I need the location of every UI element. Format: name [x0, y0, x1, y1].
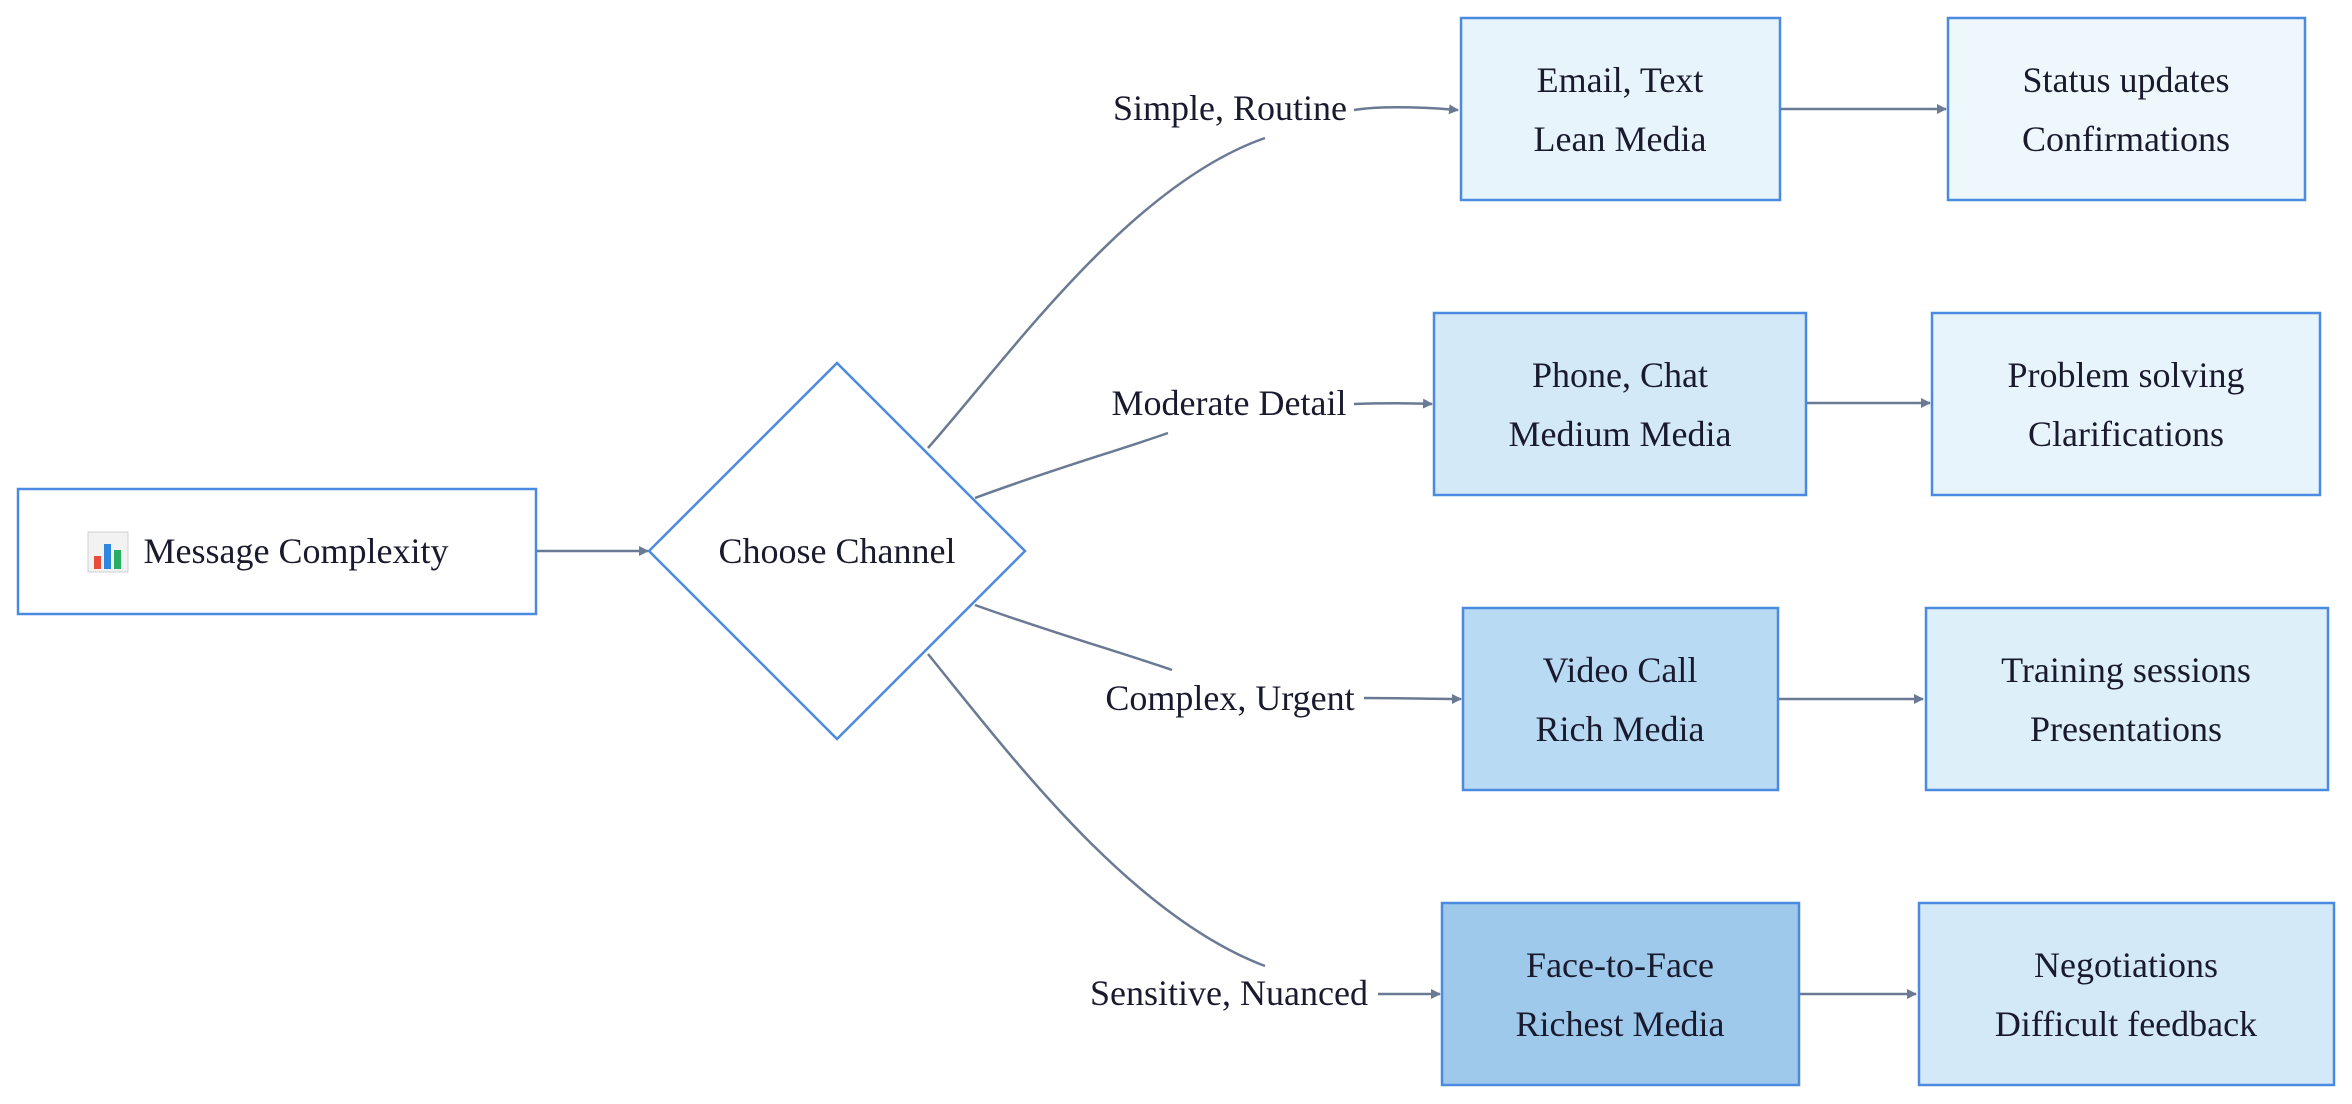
use-node-lean-box: [1946, 16, 2307, 202]
channel-node-richest-box: [1440, 901, 1801, 1087]
channel-node-lean-box: [1459, 16, 1782, 202]
edges: [536, 104, 1947, 1000]
channel-node-richest[interactable]: Face-to-Face Richest Media: [1440, 901, 1801, 1087]
edge-branch-2-label-to-channel: [1353, 398, 1433, 409]
source-node[interactable]: Message Complexity: [16, 487, 538, 616]
edge-label-branch-2: Moderate Detail: [1112, 383, 1347, 423]
channel-node-lean-line-1: Email, Text: [1537, 60, 1704, 100]
decision-node-label: Choose Channel: [719, 531, 956, 571]
edge-decision-to-branch-4-label: [927, 653, 1266, 968]
use-node-richest-line-2: Difficult feedback: [1995, 1004, 2257, 1044]
channel-node-rich-line-1: Video Call: [1543, 650, 1698, 690]
edge-decision-to-branch-1-label: [927, 136, 1266, 449]
edge-branch-1-label-to-channel: [1353, 104, 1459, 115]
use-node-richest-box: [1917, 901, 2336, 1087]
channel-node-rich-line-2: Rich Media: [1536, 709, 1705, 749]
channel-node-medium-box: [1432, 311, 1808, 497]
use-node-lean[interactable]: Status updates Confirmations: [1946, 16, 2307, 202]
use-node-richest-line-1: Negotiations: [2034, 945, 2218, 985]
channel-node-richest-line-2: Richest Media: [1516, 1004, 1725, 1044]
channel-node-rich[interactable]: Video Call Rich Media: [1461, 606, 1780, 792]
channel-node-lean[interactable]: Email, Text Lean Media: [1459, 16, 1782, 202]
channel-node-medium-line-1: Phone, Chat: [1532, 355, 1708, 395]
channel-node-medium-line-2: Medium Media: [1509, 414, 1732, 454]
use-node-rich-line-1: Training sessions: [2001, 650, 2251, 690]
use-node-medium[interactable]: Problem solving Clarifications: [1930, 311, 2322, 497]
edge-label-branch-3: Complex, Urgent: [1105, 678, 1354, 718]
edge-label-branch-4: Sensitive, Nuanced: [1090, 973, 1368, 1013]
use-node-lean-line-1: Status updates: [2023, 60, 2230, 100]
channel-node-lean-line-2: Lean Media: [1534, 119, 1707, 159]
edge-decision-to-branch-3-label: [974, 603, 1173, 672]
edge-label-branch-1: Simple, Routine: [1113, 88, 1347, 128]
edge-labels: Simple, Routine Moderate Detail Complex,…: [1090, 88, 1368, 1013]
channel-node-rich-box: [1461, 606, 1780, 792]
source-node-label: Message Complexity: [144, 531, 449, 571]
channel-node-medium[interactable]: Phone, Chat Medium Media: [1432, 311, 1808, 497]
decision-diamond: [647, 361, 1027, 741]
edge-decision-to-branch-2-label: [974, 431, 1169, 500]
use-node-rich-line-2: Presentations: [2030, 709, 2222, 749]
use-node-medium-line-2: Clarifications: [2028, 414, 2224, 454]
use-node-rich[interactable]: Training sessions Presentations: [1924, 606, 2330, 792]
bar-chart-icon: [87, 531, 129, 573]
use-node-rich-box: [1924, 606, 2330, 792]
use-node-medium-line-1: Problem solving: [2007, 355, 2244, 395]
use-node-medium-box: [1930, 311, 2322, 497]
use-node-lean-line-2: Confirmations: [2022, 119, 2230, 159]
edge-branch-3-label-to-channel: [1363, 693, 1462, 704]
channel-node-richest-line-1: Face-to-Face: [1526, 945, 1714, 985]
use-node-richest[interactable]: Negotiations Difficult feedback: [1917, 901, 2336, 1087]
decision-node[interactable]: Choose Channel: [647, 361, 1027, 741]
